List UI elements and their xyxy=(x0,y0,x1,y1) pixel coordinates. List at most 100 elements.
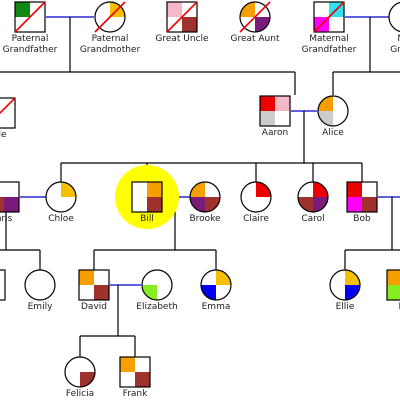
female-symbol xyxy=(200,269,232,301)
male-symbol xyxy=(313,1,345,33)
female-symbol xyxy=(388,1,400,33)
person-name-label: Paternal Grandmother xyxy=(79,34,141,55)
person-maternal-grandmother-partial[interactable] xyxy=(388,1,400,33)
person-name-label: David xyxy=(81,302,107,312)
person-carol[interactable] xyxy=(297,181,329,213)
male-symbol xyxy=(0,269,6,301)
deceased-slash xyxy=(239,1,271,33)
person-ellie[interactable] xyxy=(329,269,361,301)
person-name-label: Great Uncle xyxy=(155,34,209,44)
trait-quadrant xyxy=(4,197,19,212)
male-symbol xyxy=(14,1,46,33)
person-name-label: Brooke xyxy=(189,214,221,224)
male-symbol xyxy=(131,181,163,213)
person-name-label: Frank xyxy=(122,389,148,399)
person-elizabeth[interactable] xyxy=(141,269,173,301)
trait-quadrant xyxy=(167,2,182,17)
person-name-label: Emily xyxy=(27,302,53,312)
female-symbol xyxy=(240,181,272,213)
female-symbol xyxy=(45,181,77,213)
trait-quadrant xyxy=(275,96,290,111)
person-david[interactable] xyxy=(78,269,110,301)
person-name-label: cle xyxy=(0,130,7,140)
deceased-slash xyxy=(94,1,126,33)
person-name-label: Maternal Grandfather xyxy=(301,34,357,55)
person-paternal-grandmother[interactable] xyxy=(94,1,126,33)
person-name-label: Emma xyxy=(201,302,231,312)
person-claire[interactable] xyxy=(240,181,272,213)
female-symbol xyxy=(94,1,126,33)
person-aaron[interactable] xyxy=(259,95,291,127)
trait-quadrant xyxy=(387,270,400,285)
trait-quadrant xyxy=(79,270,94,285)
person-name-label: Alice xyxy=(322,128,344,138)
male-symbol xyxy=(119,356,151,388)
trait-quadrant xyxy=(182,17,197,32)
person-name-label: Bob xyxy=(353,214,371,224)
person-symbols xyxy=(0,1,400,388)
deceased-slash xyxy=(0,97,16,115)
female-symbol xyxy=(141,269,173,301)
deceased-slash xyxy=(166,1,198,33)
male-symbol xyxy=(0,181,20,213)
person-d-partial[interactable] xyxy=(386,269,400,301)
deceased-slash xyxy=(313,1,345,33)
female-symbol xyxy=(189,181,221,213)
person-name-label: Ma Grand xyxy=(390,34,400,55)
person-great-uncle[interactable] xyxy=(166,1,198,33)
person-alice[interactable] xyxy=(317,95,349,127)
deceased-slash xyxy=(14,1,46,33)
female-symbol xyxy=(329,269,361,301)
trait-quadrant xyxy=(0,197,4,212)
person-emily[interactable] xyxy=(24,269,56,301)
male-symbol xyxy=(166,1,198,33)
trait-quadrant xyxy=(15,2,30,17)
trait-quadrant xyxy=(260,96,275,111)
person-chris-partial[interactable] xyxy=(0,181,20,213)
trait-quadrant xyxy=(135,372,150,387)
person-chloe[interactable] xyxy=(45,181,77,213)
trait-quadrant xyxy=(94,285,109,300)
person-name-label: Felicia xyxy=(65,389,95,399)
person-name-label: Carol xyxy=(301,214,325,224)
female-symbol xyxy=(239,1,271,33)
person-name-label: Elizabeth xyxy=(136,302,178,312)
person-cousin-partial[interactable] xyxy=(0,269,6,301)
person-name-label: D xyxy=(357,302,400,313)
female-symbol xyxy=(297,181,329,213)
male-symbol xyxy=(386,269,400,301)
person-emma[interactable] xyxy=(200,269,232,301)
person-frank[interactable] xyxy=(119,356,151,388)
person-name-label: hris xyxy=(0,214,13,224)
person-name-label: Paternal Grandfather xyxy=(2,34,58,55)
trait-quadrant xyxy=(260,111,275,126)
trait-quadrant xyxy=(120,357,135,372)
person-bob[interactable] xyxy=(346,181,378,213)
person-paternal-grandfather[interactable] xyxy=(14,1,46,33)
trait-quadrant xyxy=(347,197,362,212)
trait-quadrant xyxy=(147,197,162,212)
person-brooke[interactable] xyxy=(189,181,221,213)
person-uncle-partial[interactable] xyxy=(0,97,16,129)
person-name-label: Great Aunt xyxy=(230,34,280,44)
female-symbol xyxy=(24,269,56,301)
person-name-label: Claire xyxy=(243,214,269,224)
female-symbol xyxy=(317,95,349,127)
male-symbol xyxy=(259,95,291,127)
person-felicia[interactable] xyxy=(64,356,96,388)
person-great-aunt[interactable] xyxy=(239,1,271,33)
female-symbol xyxy=(64,356,96,388)
person-maternal-grandfather[interactable] xyxy=(313,1,345,33)
trait-quadrant xyxy=(362,197,377,212)
male-symbol xyxy=(346,181,378,213)
person-name-label: Chloe xyxy=(48,214,74,224)
male-symbol xyxy=(0,97,16,129)
trait-quadrant xyxy=(387,285,400,300)
person-bill[interactable] xyxy=(115,165,179,229)
male-symbol xyxy=(78,269,110,301)
trait-quadrant xyxy=(147,182,162,197)
person-name-label: Aaron xyxy=(261,128,289,138)
person-name-label: Bill xyxy=(140,214,154,224)
trait-quadrant xyxy=(347,182,362,197)
